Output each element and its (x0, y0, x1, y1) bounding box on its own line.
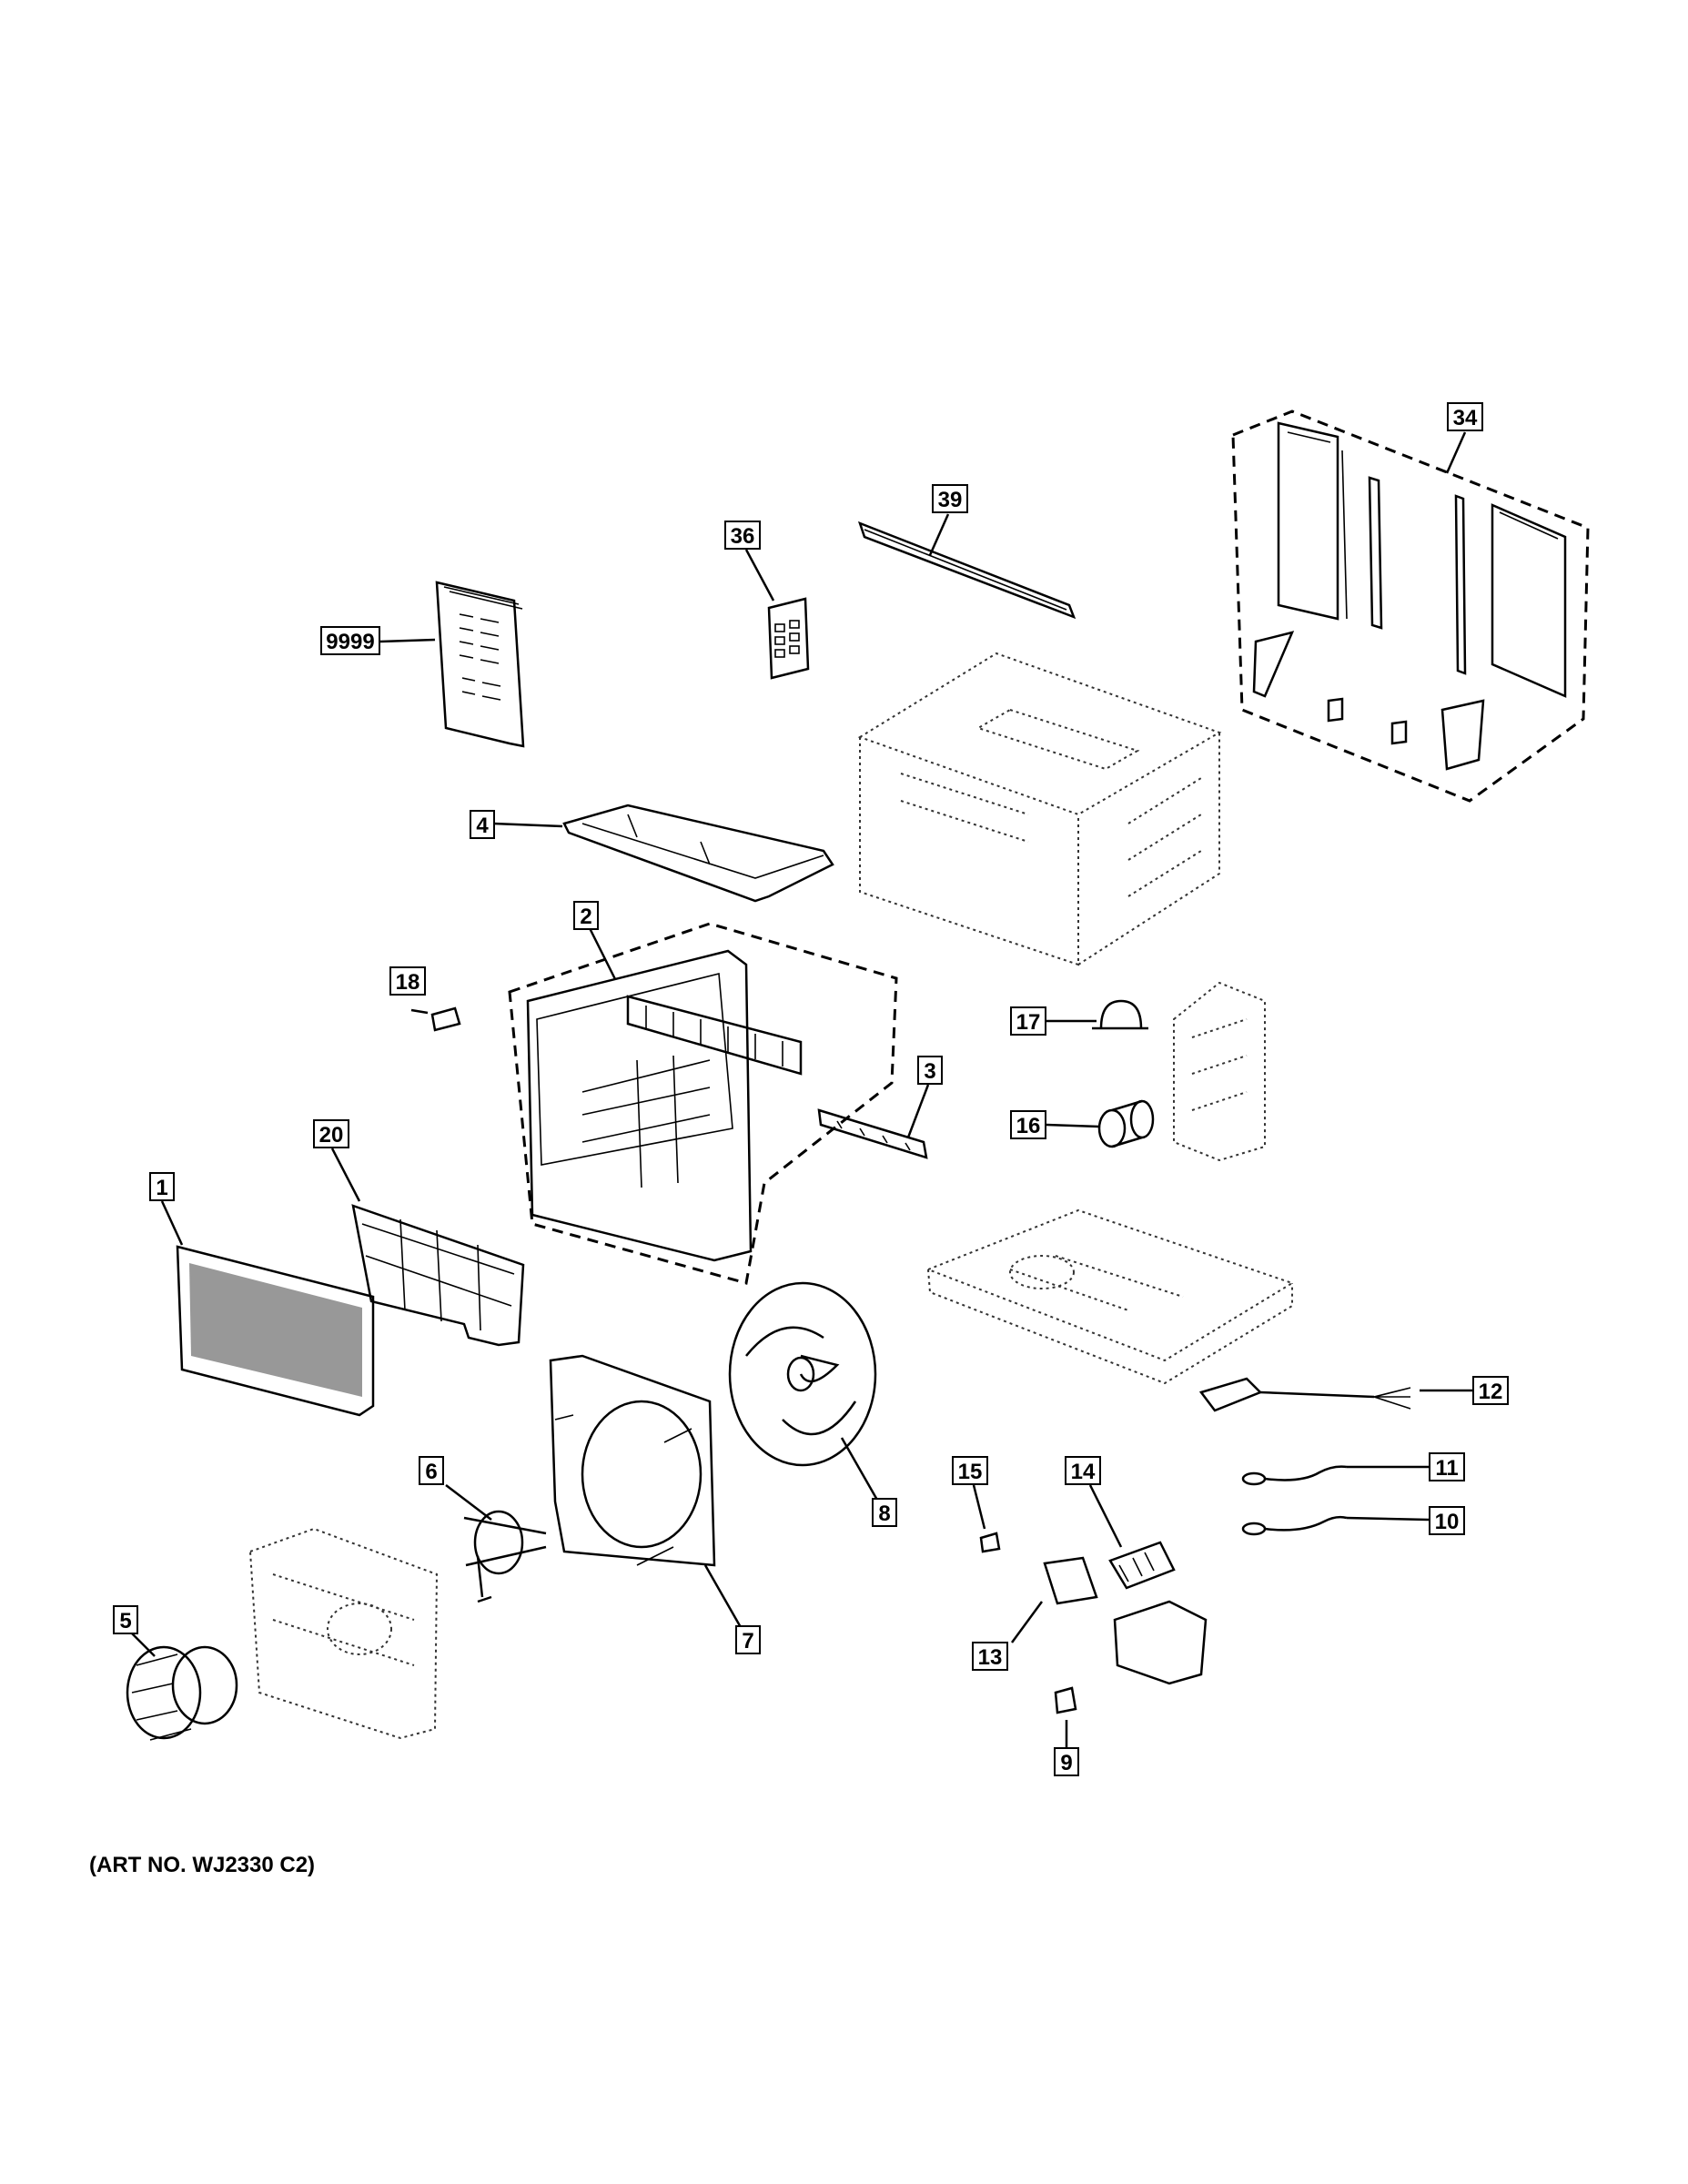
thermistor-b-part (1241, 1515, 1348, 1536)
air-filter-part (351, 1204, 525, 1347)
callout-18: 18 (389, 966, 426, 996)
callout-8: 8 (872, 1498, 897, 1527)
leader-34 (1445, 431, 1467, 474)
callout-7: 7 (735, 1625, 761, 1654)
callout-16: 16 (1010, 1110, 1046, 1139)
callout-4: 4 (470, 810, 495, 839)
top-rail-part (857, 521, 1076, 620)
base-pan-part (925, 1208, 1295, 1385)
leader-5 (131, 1633, 156, 1657)
leader-2 (588, 927, 617, 980)
thermistor-a-part (1241, 1465, 1348, 1486)
callout-15: 15 (952, 1456, 988, 1485)
callout-10: 10 (1429, 1506, 1465, 1535)
leader-14 (1088, 1484, 1123, 1548)
leader-4 (492, 822, 563, 828)
callout-36: 36 (724, 521, 761, 550)
remote-control-part (767, 597, 810, 680)
callout-9999: 9999 (320, 626, 380, 655)
capacitor-clamp-part (1092, 999, 1148, 1030)
leader-13 (1010, 1601, 1044, 1643)
callout-39: 39 (932, 484, 968, 513)
cabinet-part (857, 652, 1222, 966)
shroud-part (549, 1354, 716, 1567)
leader-39 (928, 513, 950, 556)
front-panel-assembly-part (508, 922, 898, 1285)
owner-manual-part (435, 581, 525, 748)
control-housing-part (562, 804, 834, 903)
art-number: (ART NO. WJ2330 C2) (89, 1853, 316, 1877)
callout-14: 14 (1065, 1456, 1101, 1485)
leader-18 (410, 1008, 429, 1015)
control-box-part (1108, 1541, 1208, 1685)
callout-2: 2 (573, 901, 599, 930)
callout-12: 12 (1472, 1376, 1509, 1405)
callout-13: 13 (972, 1642, 1008, 1671)
callout-34: 34 (1447, 402, 1483, 431)
leader-20 (330, 1148, 361, 1202)
callout-17: 17 (1010, 1006, 1046, 1036)
leader-8 (840, 1437, 880, 1502)
callout-6: 6 (419, 1456, 444, 1485)
blower-wheel-part (126, 1645, 238, 1741)
leader-10 (1346, 1516, 1430, 1522)
leader-15 (972, 1484, 986, 1530)
leader-1 (160, 1200, 184, 1246)
power-cord-part (1198, 1377, 1411, 1412)
callout-11: 11 (1429, 1452, 1465, 1481)
leader-3 (906, 1084, 930, 1138)
leader-7 (703, 1564, 743, 1630)
capacitor-part (1097, 1099, 1155, 1148)
callout-5: 5 (113, 1605, 138, 1634)
leader-16 (1046, 1123, 1100, 1128)
fan-motor-part (463, 1510, 547, 1603)
window-install-kit-part (1231, 410, 1590, 803)
condenser-fan-part (728, 1281, 877, 1467)
terminal-part (1054, 1686, 1077, 1714)
front-grille-part (176, 1245, 375, 1417)
board-cover-part (1043, 1556, 1098, 1605)
evaporator-housing-part (248, 1527, 439, 1740)
leader-9999 (379, 638, 436, 643)
callout-20: 20 (313, 1119, 349, 1148)
leader-6 (445, 1484, 492, 1521)
control-board-part (817, 1108, 928, 1159)
callout-9: 9 (1054, 1747, 1079, 1776)
leader-36 (744, 549, 775, 602)
relay-part (979, 1532, 1001, 1553)
small-knob-part (430, 1006, 461, 1032)
callout-1: 1 (149, 1172, 175, 1201)
electrical-box-part (1173, 981, 1266, 1162)
callout-3: 3 (917, 1056, 943, 1085)
